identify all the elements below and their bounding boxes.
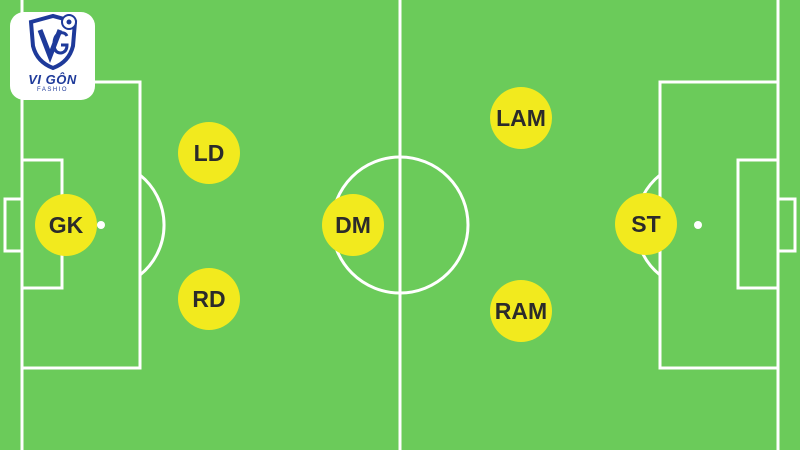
left-penalty-arc — [139, 173, 166, 277]
brand-tagline: FASHIO — [36, 87, 68, 93]
left-goal — [3, 197, 24, 253]
player-gk: GK — [35, 194, 97, 256]
player-dm: DM — [322, 194, 384, 256]
player-ld: LD — [178, 122, 240, 184]
brand-name: VI GÔN — [28, 72, 77, 87]
brand-logo: VI GÔN FASHIO — [10, 12, 95, 100]
player-st: ST — [615, 193, 677, 255]
shield-icon — [28, 13, 77, 71]
right-goal — [776, 197, 797, 253]
left-penalty-spot — [97, 221, 105, 229]
right-penalty-area — [658, 80, 780, 370]
player-rd: RD — [178, 268, 240, 330]
right-goal-area — [736, 158, 780, 290]
player-lam: LAM — [490, 87, 552, 149]
player-ram: RAM — [490, 280, 552, 342]
right-penalty-spot — [694, 221, 702, 229]
